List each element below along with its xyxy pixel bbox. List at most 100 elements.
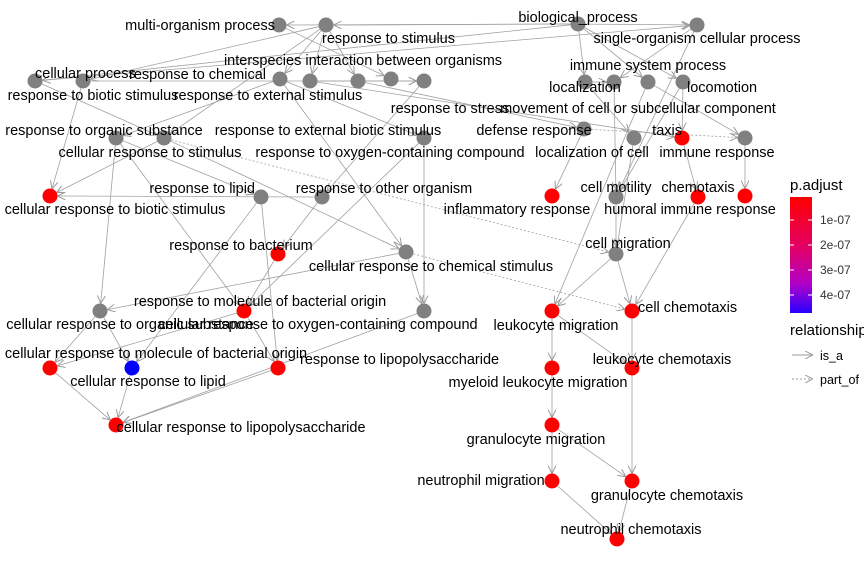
node-label: response to organic substance (5, 123, 203, 139)
node-n17 (576, 121, 592, 137)
node-label: cell chemotaxis (638, 300, 737, 316)
edge-is-a (555, 88, 646, 303)
node-n9 (577, 74, 593, 90)
edge-is-a (621, 28, 692, 77)
edges-layer (41, 24, 745, 533)
edge-is-a (101, 145, 116, 303)
node-label: granulocyte migration (467, 432, 606, 448)
node-n15 (108, 130, 124, 146)
legend-tick-label: 3e-07 (820, 263, 851, 277)
node-label: defense response (476, 123, 591, 139)
edge-is-a (557, 428, 625, 476)
node-label: locomotion (687, 80, 757, 96)
legend-tick-label: 1e-07 (820, 213, 851, 227)
node-n16 (416, 73, 432, 89)
edge-is-a (636, 203, 695, 304)
legend-tick-label: 2e-07 (820, 238, 851, 252)
node-n22 (737, 130, 753, 146)
edge-part-of (591, 129, 737, 137)
node-n19 (156, 130, 172, 146)
edge-is-a (103, 317, 128, 361)
node-label: immune response (659, 145, 774, 161)
node-n1 (271, 17, 287, 33)
node-n3 (570, 16, 586, 32)
edge-is-a (41, 83, 156, 135)
node-label: response to lipid (149, 181, 255, 197)
edge-is-a (286, 30, 322, 73)
edge-is-a (58, 312, 237, 366)
edge-is-a (59, 196, 315, 197)
edge-is-a (584, 27, 676, 78)
edge-is-a (620, 88, 680, 190)
node-n42 (544, 360, 560, 376)
node-n5 (383, 71, 399, 87)
nodes-layer (27, 16, 753, 547)
node-label: response to oxygen-containing compound (255, 145, 524, 161)
edge-is-a (250, 142, 419, 305)
edge-is-a (91, 26, 319, 79)
node-n44 (544, 417, 560, 433)
edge-is-a (614, 89, 616, 189)
node-label: cellular response to organic substance (6, 317, 253, 333)
node-n36 (416, 303, 432, 319)
edge-is-a (124, 81, 274, 136)
node-n45 (544, 473, 560, 489)
node-n30 (270, 246, 286, 262)
edge-is-a (407, 259, 421, 303)
node-label: myeloid leukocyte migration (449, 375, 628, 391)
edge-is-a (619, 488, 631, 531)
node-label: response to other organism (296, 181, 473, 197)
node-n26 (690, 189, 706, 205)
node-n8 (640, 74, 656, 90)
node-n38 (42, 360, 58, 376)
node-label: cellular response to oxygen-containing c… (158, 317, 477, 333)
node-n43 (108, 417, 124, 433)
node-n4 (689, 17, 705, 33)
edge-is-a (317, 81, 673, 137)
edge-is-a (589, 87, 629, 132)
edge-is-a (288, 24, 571, 25)
node-label: cellular response to lipid (70, 374, 226, 390)
node-label: localization of cell (535, 145, 649, 161)
node-n7 (272, 71, 288, 87)
node-n23 (253, 189, 269, 205)
node-label: chemotaxis (661, 180, 734, 196)
edge-is-a (683, 145, 696, 189)
node-n11 (75, 73, 91, 89)
node-label: single-organism cellular process (593, 31, 800, 47)
node-label: biological_process (518, 10, 637, 26)
node-label: response to external stimulus (174, 88, 363, 104)
node-n6 (27, 73, 43, 89)
node-label: neutrophil migration (417, 473, 544, 489)
edge-is-a (55, 372, 110, 420)
node-n10 (675, 74, 691, 90)
edge-is-a (118, 375, 131, 417)
edge-is-a (557, 315, 625, 363)
node-label: interspecies interaction between organis… (224, 53, 502, 69)
edge-is-a (137, 202, 257, 361)
edge-is-a (620, 31, 695, 190)
node-label: response to molecule of bacterial origin (134, 294, 386, 310)
edge-is-a (247, 317, 274, 360)
edge-is-a (248, 260, 275, 303)
node-n29 (737, 188, 753, 204)
node-n12 (302, 73, 318, 89)
node-n2 (318, 17, 334, 33)
edge-part-of (413, 253, 624, 309)
edge-is-a (578, 31, 584, 73)
edge-is-a (365, 82, 575, 128)
node-n34 (624, 303, 640, 319)
edge-is-a (617, 261, 630, 303)
edge-is-a (585, 24, 689, 25)
node-label: leukocyte chemotaxis (593, 352, 732, 368)
edge-is-a (328, 86, 420, 191)
node-n21 (626, 130, 642, 146)
edge-is-a (284, 84, 401, 245)
node-label: localization (549, 80, 621, 96)
node-label: neutrophil chemotaxis (560, 522, 701, 538)
node-label: leukocyte migration (494, 318, 619, 334)
edge-is-a (58, 141, 158, 192)
node-n31 (608, 246, 624, 262)
edge-is-a (682, 89, 683, 130)
